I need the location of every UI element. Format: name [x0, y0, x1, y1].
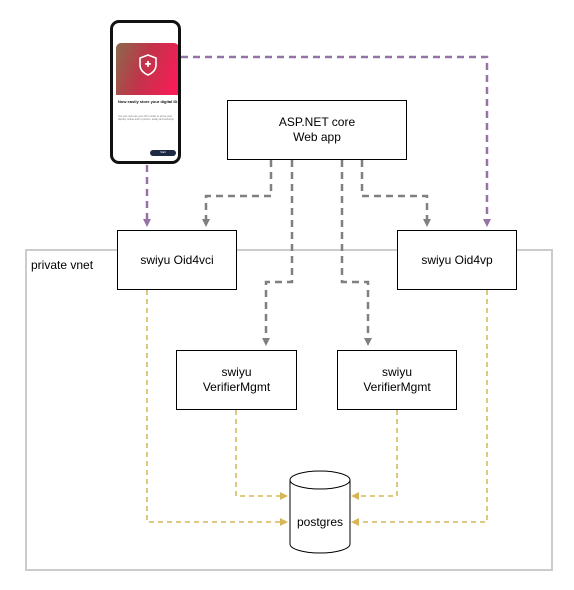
verifier-right-label-line1: swiyu [381, 365, 412, 379]
verifier-mgmt-left-node: swiyu VerifierMgmt [176, 350, 297, 410]
phone-body-text: You can now use your ID in order to prov… [118, 115, 175, 122]
connector-webapp-to-verifier-right [340, 160, 372, 346]
connector-verifier-right-to-postgres [351, 410, 398, 500]
private-vnet-label: private vnet [31, 258, 94, 272]
phone-start-button[interactable]: Start [150, 150, 176, 156]
verifier-left-label-line1: swiyu [221, 365, 252, 379]
verifier-right-label-line2: VerifierMgmt [363, 380, 431, 394]
phone-heading: Now easily store your digital ID [118, 99, 178, 104]
private-vnet-region [25, 249, 553, 571]
oid4vp-node: swiyu Oid4vp [397, 230, 517, 290]
connector-webapp-to-oid4vp [360, 160, 431, 227]
phone-mockup: Now easily store your digital ID You can… [110, 20, 181, 164]
connector-webapp-to-verifier-left [262, 160, 294, 346]
verifier-mgmt-right-node: swiyu VerifierMgmt [337, 350, 457, 410]
connector-oid4vp-to-postgres [351, 290, 488, 526]
postgres-label: postgres [296, 515, 344, 529]
connector-verifier-left-to-postgres [235, 410, 288, 500]
webapp-label-line2: Web app [293, 130, 341, 144]
webapp-label-line1: ASP.NET core [278, 115, 356, 129]
connector-phone-to-oid4vp [181, 55, 491, 227]
phone-hero-banner [116, 43, 178, 95]
postgres-cylinder [289, 470, 351, 554]
oid4vci-label: swiyu Oid4vci [140, 252, 214, 267]
verifier-left-label-line2: VerifierMgmt [202, 380, 271, 394]
oid4vci-node: swiyu Oid4vci [117, 230, 237, 290]
webapp-node: ASP.NET core Web app [227, 100, 407, 160]
oid4vp-label: swiyu Oid4vp [421, 252, 493, 267]
connector-webapp-to-oid4vci [202, 160, 273, 227]
shield-icon [139, 54, 157, 76]
